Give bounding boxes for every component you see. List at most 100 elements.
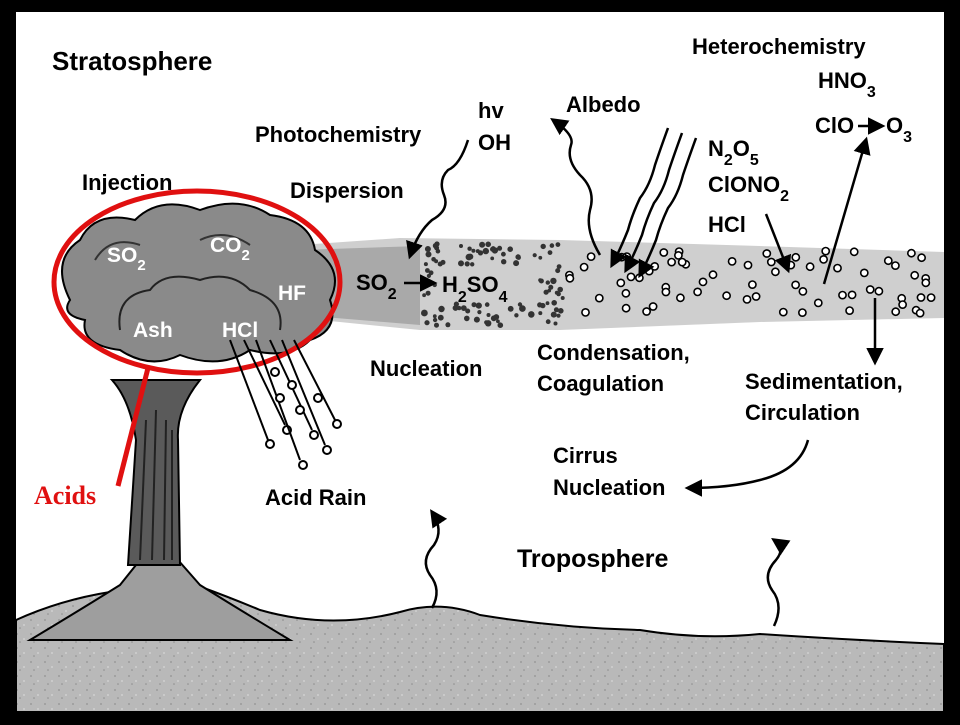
aerosol-particle xyxy=(748,280,757,289)
injection-label: Injection xyxy=(82,170,172,195)
o3-label: O3 xyxy=(886,113,912,146)
aerosol-particle xyxy=(883,256,893,266)
plume-billow-lines xyxy=(94,234,251,261)
h2so4-label: H2SO4 xyxy=(442,272,508,306)
aerosol-particle xyxy=(798,308,807,317)
heterochemistry-arrow xyxy=(822,136,871,285)
h2so4-dot xyxy=(452,305,459,311)
aerosol-particle xyxy=(898,300,907,309)
aerosol-particle xyxy=(674,250,683,260)
h2so4-dot xyxy=(438,305,445,313)
heterochemistry-label: Heterochemistry xyxy=(692,34,866,59)
h2so4-dot xyxy=(434,322,439,328)
aerosol-particle xyxy=(579,262,589,272)
aerosol-particle xyxy=(565,273,575,283)
h2so4-dot xyxy=(465,308,471,314)
h2so4-dot xyxy=(501,259,507,265)
h2so4-dot xyxy=(528,311,535,318)
albedo-reflect-arrow xyxy=(550,118,602,256)
h2so4-dot xyxy=(540,302,546,309)
aerosol-particle xyxy=(921,278,931,288)
aerosol-particle xyxy=(616,278,626,288)
oh-label: OH xyxy=(478,130,511,155)
h2so4-dot xyxy=(557,286,563,293)
h2so4-dot xyxy=(422,293,426,298)
aerosol-particle xyxy=(659,248,669,257)
aerosol-particle xyxy=(650,261,660,271)
h2so4-dot xyxy=(490,246,495,252)
h2so4-dot xyxy=(555,268,561,274)
h2so4-dot xyxy=(532,253,537,258)
h2so4-dot xyxy=(501,251,506,257)
so2-plume-label: SO2 xyxy=(107,244,146,274)
h2so4-dot xyxy=(435,248,441,254)
h2so4-dot xyxy=(538,311,543,316)
hf-plume-label: HF xyxy=(278,282,306,305)
aerosol-particle xyxy=(916,293,926,302)
hcl-plume-label: HCl xyxy=(222,319,258,342)
h2so4-dot xyxy=(547,288,552,293)
aerosol-particle xyxy=(743,260,753,270)
photochemistry-label: Photochemistry xyxy=(255,122,422,147)
h2so4-dot xyxy=(485,241,492,248)
aerosol-particle xyxy=(677,257,687,267)
stratosphere-title: Stratosphere xyxy=(52,46,212,76)
aerosol-particle xyxy=(626,272,636,282)
dispersion-label: Dispersion xyxy=(290,178,404,203)
aerosol-particle xyxy=(833,263,842,273)
aerosol-particle xyxy=(847,290,857,300)
h2so4-dot xyxy=(440,259,446,265)
h2so4-dot xyxy=(496,319,500,324)
aerosol-particle xyxy=(676,293,685,303)
h2so4-dot xyxy=(558,308,564,314)
column-streaks xyxy=(139,409,173,561)
h2so4-dot xyxy=(425,290,431,296)
aerosol-particle xyxy=(838,290,847,300)
aerosol-particle xyxy=(910,270,920,280)
sedimentation-label: Sedimentation, xyxy=(745,369,903,394)
hno3-label: HNO3 xyxy=(818,68,876,101)
h2so4-dot xyxy=(554,290,559,295)
photochemistry-arrow xyxy=(406,139,470,260)
cirrus-nucleation-label: Nucleation xyxy=(553,475,665,500)
highlight-ellipse xyxy=(51,188,343,376)
h2so4-dot xyxy=(556,264,562,269)
h2so4-dot xyxy=(425,268,430,273)
h2so4-dot xyxy=(437,314,444,321)
co2-plume-label: CO2 xyxy=(210,234,250,264)
h2so4-dot xyxy=(477,310,482,315)
h2so4-dot xyxy=(490,256,495,261)
aerosol-particle xyxy=(642,307,651,316)
aerosol-particle xyxy=(722,291,731,301)
acids-label: Acids xyxy=(34,481,96,510)
clo-label: ClO xyxy=(815,113,854,138)
aerosol-particle xyxy=(819,254,828,264)
h2so4-dot xyxy=(545,319,551,325)
aerosol-particle xyxy=(821,246,831,256)
nucleation-label: Nucleation xyxy=(370,356,482,381)
aerosol-particle xyxy=(891,261,900,270)
aerosol-particle xyxy=(635,273,644,283)
aerosol-particle xyxy=(727,256,737,266)
aerosol-particle xyxy=(648,302,658,311)
h2so4-aerosol-dots xyxy=(421,241,565,329)
cirrus-arrow xyxy=(684,439,810,497)
aerosol-particle xyxy=(622,252,632,261)
aerosol-particle xyxy=(742,294,752,304)
h2so4-dot xyxy=(479,241,486,248)
h2so4-dot xyxy=(445,322,451,328)
h2so4-dot xyxy=(421,309,428,317)
ground-wave-arrow-1 xyxy=(424,509,448,609)
highlight-pointer-line xyxy=(115,367,151,487)
aerosol-particle xyxy=(771,267,780,277)
h2so4-dot xyxy=(473,316,480,323)
h2so4-dot xyxy=(460,305,467,311)
aerosol-particle xyxy=(891,307,901,317)
sunlight-ray-1 xyxy=(610,127,670,269)
process-arrows xyxy=(404,117,886,627)
h2so4-dot xyxy=(467,246,472,251)
aerosol-particle xyxy=(667,257,676,267)
h2so4-dot xyxy=(550,311,557,318)
aerosol-particle xyxy=(766,257,776,267)
